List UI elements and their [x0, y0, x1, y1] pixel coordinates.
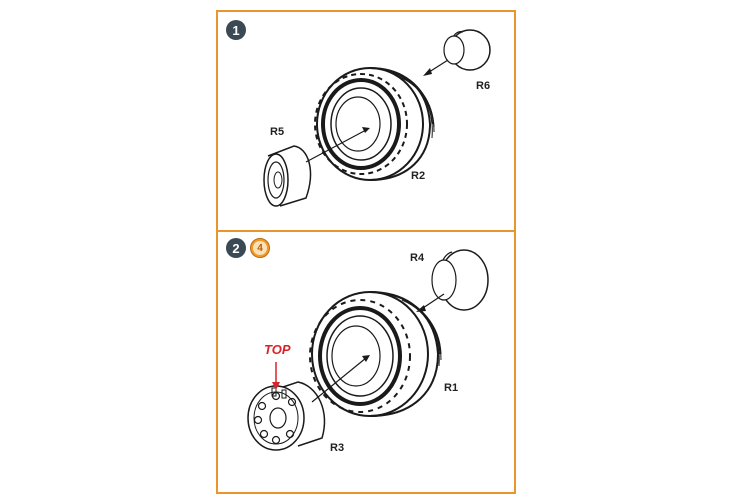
top-orientation-note: TOP [264, 342, 291, 357]
step-2-panel: 2 4 [216, 230, 516, 494]
part-label-r4: R4 [410, 252, 425, 264]
part-label-r5: R5 [270, 126, 285, 138]
step-1-panel: 1 [216, 10, 516, 232]
step-2-badge: 2 [226, 238, 246, 258]
part-label-r1: R1 [444, 382, 459, 394]
step-1-badge: 1 [226, 20, 246, 40]
reference-step-badge: 4 [250, 238, 270, 258]
part-label-r6: R6 [476, 80, 491, 92]
step-2-illustration [247, 249, 489, 451]
reference-step-number: 4 [253, 241, 267, 255]
step-1-illustration [263, 29, 491, 207]
part-label-r2: R2 [411, 170, 426, 182]
part-label-r3: R3 [330, 442, 345, 454]
